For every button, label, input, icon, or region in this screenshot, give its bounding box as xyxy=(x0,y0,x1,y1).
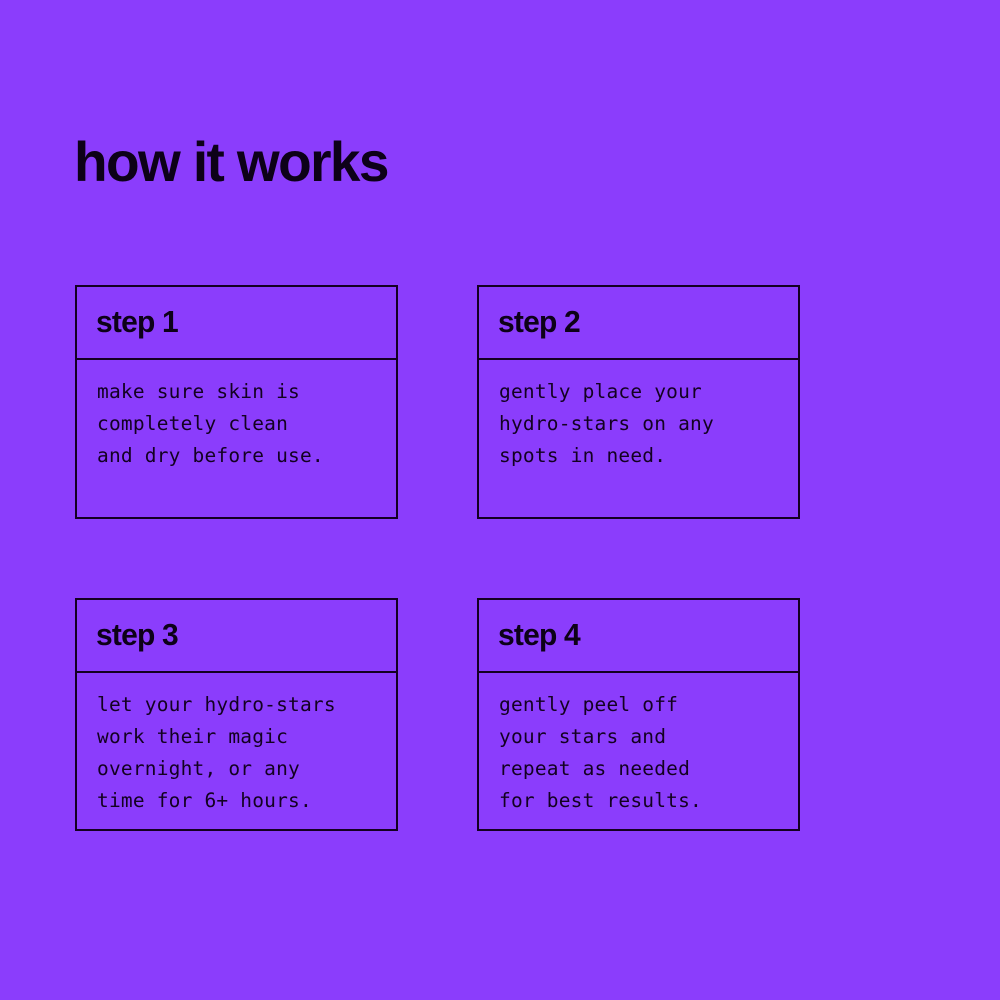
step-card-4-line: gently peel off xyxy=(499,693,679,716)
step-card-2-body: gently place your hydro-stars on any spo… xyxy=(479,360,798,472)
step-card-2-line: gently place your xyxy=(499,380,702,403)
step-card-4-header: step 4 xyxy=(479,600,798,673)
step-card-1-title: step 1 xyxy=(96,305,179,339)
step-card-4: step 4 gently peel off your stars and re… xyxy=(477,598,800,831)
step-card-2-line: spots in need. xyxy=(499,444,667,467)
step-card-3-line: overnight, or any xyxy=(97,757,300,780)
step-card-3-line: time for 6+ hours. xyxy=(97,789,312,812)
step-card-1-line: make sure skin is xyxy=(97,380,300,403)
step-card-4-line: your stars and xyxy=(499,725,667,748)
step-card-3-header: step 3 xyxy=(77,600,396,673)
step-card-2-title: step 2 xyxy=(498,305,581,339)
step-card-3-body: let your hydro-stars work their magic ov… xyxy=(77,673,396,817)
step-card-1-line: and dry before use. xyxy=(97,444,324,467)
step-card-4-line: for best results. xyxy=(499,789,702,812)
page-title: how it works xyxy=(74,129,389,194)
step-card-2-header: step 2 xyxy=(479,287,798,360)
step-card-1-body: make sure skin is completely clean and d… xyxy=(77,360,396,472)
steps-grid: step 1 make sure skin is completely clea… xyxy=(75,285,800,831)
step-card-1-header: step 1 xyxy=(77,287,396,360)
step-card-2: step 2 gently place your hydro-stars on … xyxy=(477,285,800,519)
step-card-4-line: repeat as needed xyxy=(499,757,691,780)
step-card-1: step 1 make sure skin is completely clea… xyxy=(75,285,398,519)
step-card-4-title: step 4 xyxy=(498,618,581,652)
step-card-3-title: step 3 xyxy=(96,618,179,652)
step-card-2-line: hydro-stars on any xyxy=(499,412,714,435)
step-card-3-line: work their magic xyxy=(97,725,289,748)
step-card-4-body: gently peel off your stars and repeat as… xyxy=(479,673,798,817)
step-card-3-line: let your hydro-stars xyxy=(97,693,336,716)
step-card-3: step 3 let your hydro-stars work their m… xyxy=(75,598,398,831)
step-card-1-line: completely clean xyxy=(97,412,289,435)
